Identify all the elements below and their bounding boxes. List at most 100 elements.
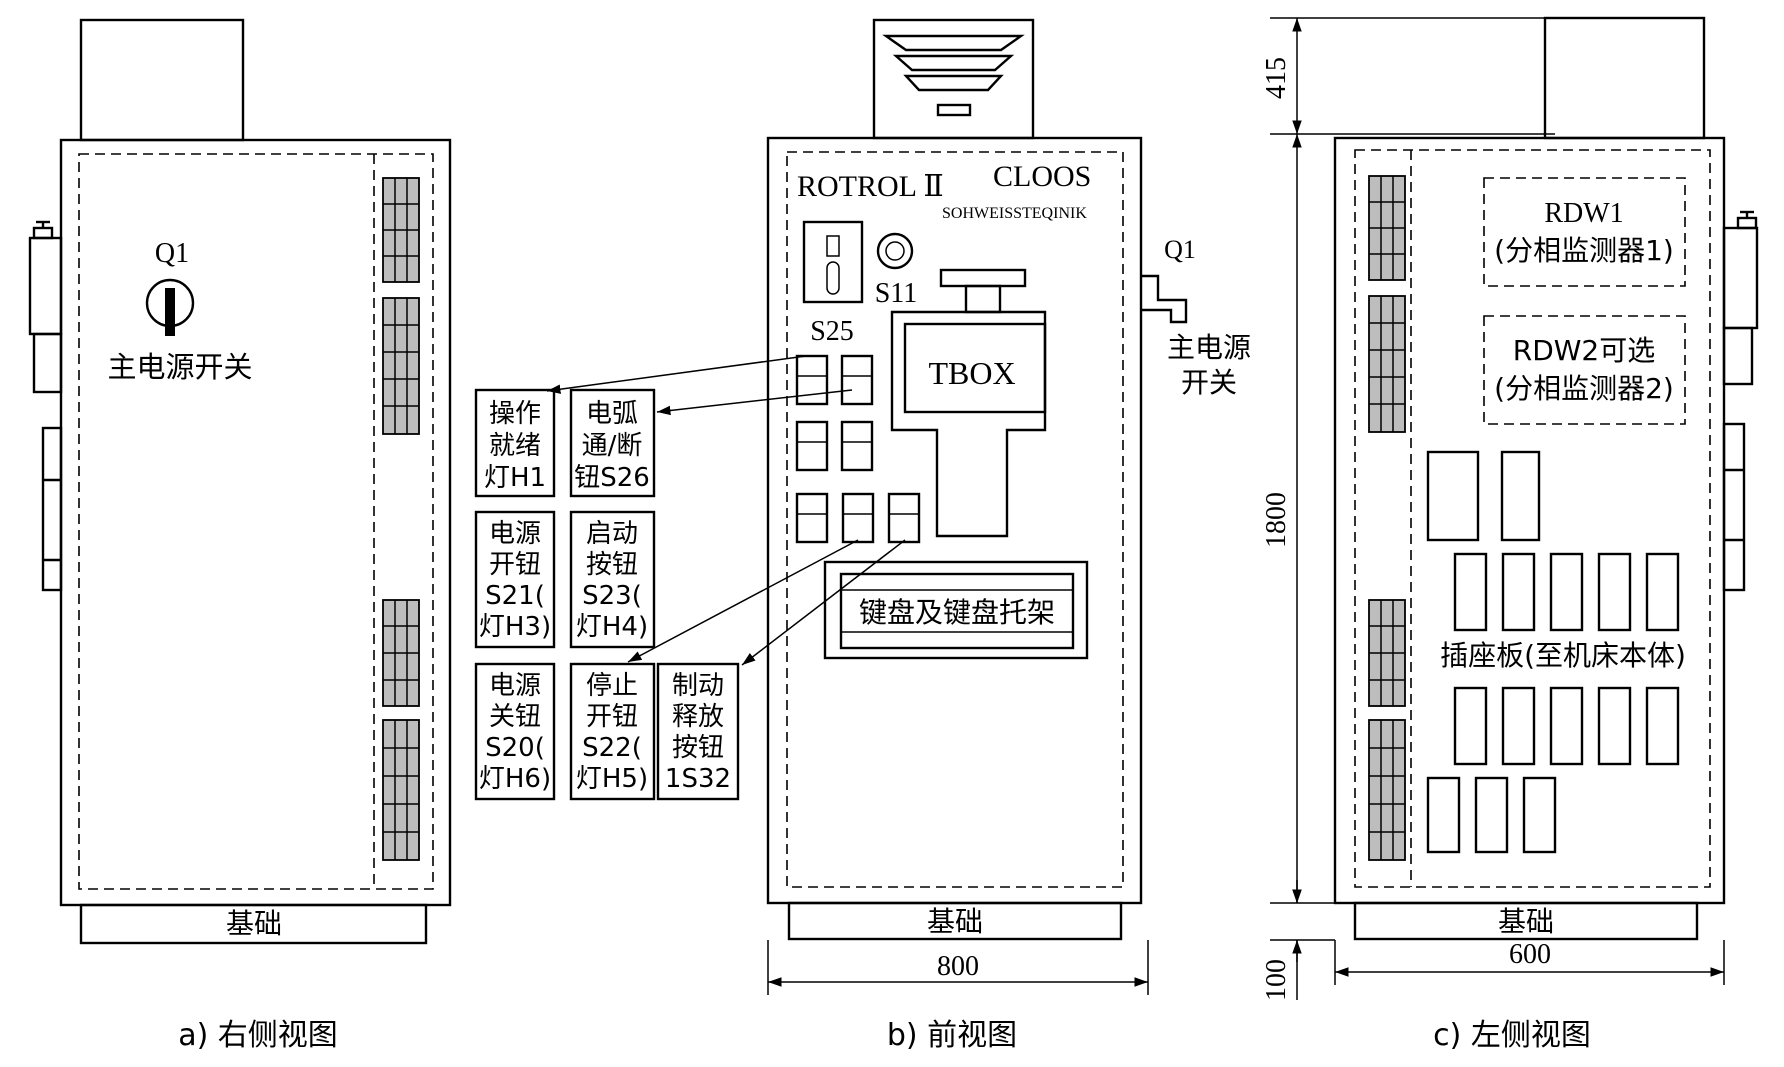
callout-s23: 启动 按钮 S23( 灯H4) (569, 510, 656, 649)
dimension-800 (767, 940, 1149, 995)
vent-unit (872, 18, 1035, 140)
terminal-block-4 (1368, 719, 1406, 861)
left-side-view: RDW1 (分相监测器1) RDW2可选 (分相监测器2) 插座板(至机床本体) (1333, 16, 1759, 1053)
callout-boxes: 操作 就绪 灯H1 电弧 通/断 钮S26 电源 开钮 S21( 灯H3) 启动… (474, 388, 740, 801)
cloos-label: CLOOS (993, 160, 1091, 193)
svg-text:开钮: 开钮 (586, 702, 638, 732)
svg-text:关钮: 关钮 (489, 702, 541, 732)
svg-text:电源: 电源 (489, 671, 541, 701)
dimension-600 (1334, 940, 1725, 985)
leader-s26 (656, 389, 853, 416)
switch-lever (165, 288, 175, 336)
terminal-block-4 (382, 719, 420, 861)
front-view: ROTROL Ⅱ CLOOS SOHWEISSTEQINIK S11 S25 T… (766, 18, 1251, 1053)
callout-h1: 操作 就绪 灯H1 (474, 388, 556, 498)
terminal-block-2 (382, 297, 420, 435)
main-switch-handle[interactable] (1141, 274, 1188, 324)
keyboard-tray (823, 560, 1089, 660)
callout-s21: 电源 开钮 S21( 灯H3) (474, 510, 556, 649)
base (79, 903, 428, 945)
svg-text:灯H4): 灯H4) (576, 612, 648, 642)
tbox-pendant[interactable] (890, 268, 1047, 538)
side-handle (1722, 210, 1759, 386)
callout-s20: 电源 关钮 S20( 灯H6) (474, 662, 556, 801)
svg-text:停止: 停止 (586, 671, 638, 701)
socket-board (1426, 450, 1680, 854)
callout-s26: 电弧 通/断 钮S26 (569, 388, 656, 498)
cabinet-body (766, 136, 1143, 905)
button-1s32[interactable] (887, 492, 921, 544)
right-side-view: Q1 主电源开关 基础 a) 右侧视图 (28, 18, 452, 1053)
inner-frame (1354, 149, 1711, 888)
dim-1800: 1800 (1261, 492, 1292, 548)
terminal-block-3 (382, 599, 420, 707)
svg-text:灯H3): 灯H3) (479, 612, 551, 642)
leader-h1 (546, 355, 807, 394)
button-s20[interactable] (795, 492, 829, 544)
button-s23[interactable] (840, 420, 874, 472)
svg-text:按钮: 按钮 (586, 550, 638, 580)
callout-s22: 停止 开钮 S22( 灯H5) (569, 662, 656, 801)
base-label: 基础 (226, 907, 282, 940)
svg-text:制动: 制动 (672, 671, 724, 701)
button-s26[interactable] (840, 354, 874, 406)
terminal-block-2 (1368, 295, 1406, 433)
svg-text:灯H5): 灯H5) (576, 764, 648, 794)
leader-s22 (627, 539, 859, 663)
svg-text:操作: 操作 (489, 399, 541, 429)
rdw2-desc: (分相监测器2) (1494, 372, 1674, 405)
svg-text:通/断: 通/断 (582, 431, 643, 461)
base (1353, 901, 1699, 941)
rdw1-box (1483, 177, 1686, 287)
emergency-button-s11[interactable] (876, 232, 914, 270)
terminal-block-1 (1368, 175, 1406, 281)
svg-text:按钮: 按钮 (672, 733, 724, 763)
q1-label: Q1 (155, 238, 189, 269)
indicator-h1[interactable] (795, 354, 829, 406)
callout-s32: 制动 释放 按钮 1S32 (656, 662, 740, 801)
terminal-block-3 (1368, 599, 1406, 707)
base-label: 基础 (1498, 905, 1554, 938)
main-switch-line1: 主电源 (1167, 331, 1251, 364)
svg-text:电弧: 电弧 (586, 399, 638, 429)
svg-text:钮S26: 钮S26 (574, 463, 650, 493)
socket-board-label: 插座板(至机床本体) (1440, 639, 1686, 672)
rdw2-label: RDW2可选 (1513, 334, 1656, 367)
rdw1-desc: (分相监测器1) (1494, 234, 1674, 267)
key-switch-s25[interactable] (802, 220, 864, 304)
terminal-block-1 (382, 177, 420, 283)
rdw2-box (1483, 315, 1686, 425)
vertical-dimensions: 415 1800 100 (1261, 17, 1555, 1001)
side-handle (28, 220, 63, 394)
side-hinge (1722, 422, 1746, 592)
q1-label: Q1 (1164, 235, 1196, 264)
dim-415: 415 (1261, 57, 1292, 99)
caption-right-view: a) 右侧视图 (178, 1018, 338, 1053)
svg-text:灯H1: 灯H1 (484, 463, 546, 493)
button-s22[interactable] (841, 492, 875, 544)
main-switch-line2: 开关 (1181, 366, 1237, 399)
rotrol-label: ROTROL Ⅱ (797, 170, 944, 203)
cloos-sublabel: SOHWEISSTEQINIK (942, 205, 1087, 222)
base-label: 基础 (927, 905, 983, 938)
svg-text:1S32: 1S32 (665, 764, 731, 794)
svg-text:S21(: S21( (485, 581, 545, 611)
s25-label: S25 (810, 316, 854, 347)
svg-text:就绪: 就绪 (489, 431, 541, 461)
main-switch-label: 主电源开关 (107, 350, 252, 384)
svg-text:电源: 电源 (489, 519, 541, 549)
width-dim-600: 600 (1509, 939, 1551, 970)
svg-text:开钮: 开钮 (489, 550, 541, 580)
base (787, 901, 1123, 941)
top-unit (79, 18, 245, 142)
caption-left-view: c) 左侧视图 (1433, 1018, 1591, 1053)
s11-label: S11 (875, 278, 918, 309)
button-s21[interactable] (795, 420, 829, 472)
svg-text:灯H6): 灯H6) (479, 764, 551, 794)
inner-frame (786, 151, 1124, 888)
keyboard-label: 键盘及键盘托架 (859, 596, 1055, 629)
svg-text:S20(: S20( (485, 733, 545, 763)
svg-text:释放: 释放 (672, 702, 724, 732)
caption-front-view: b) 前视图 (887, 1018, 1017, 1053)
